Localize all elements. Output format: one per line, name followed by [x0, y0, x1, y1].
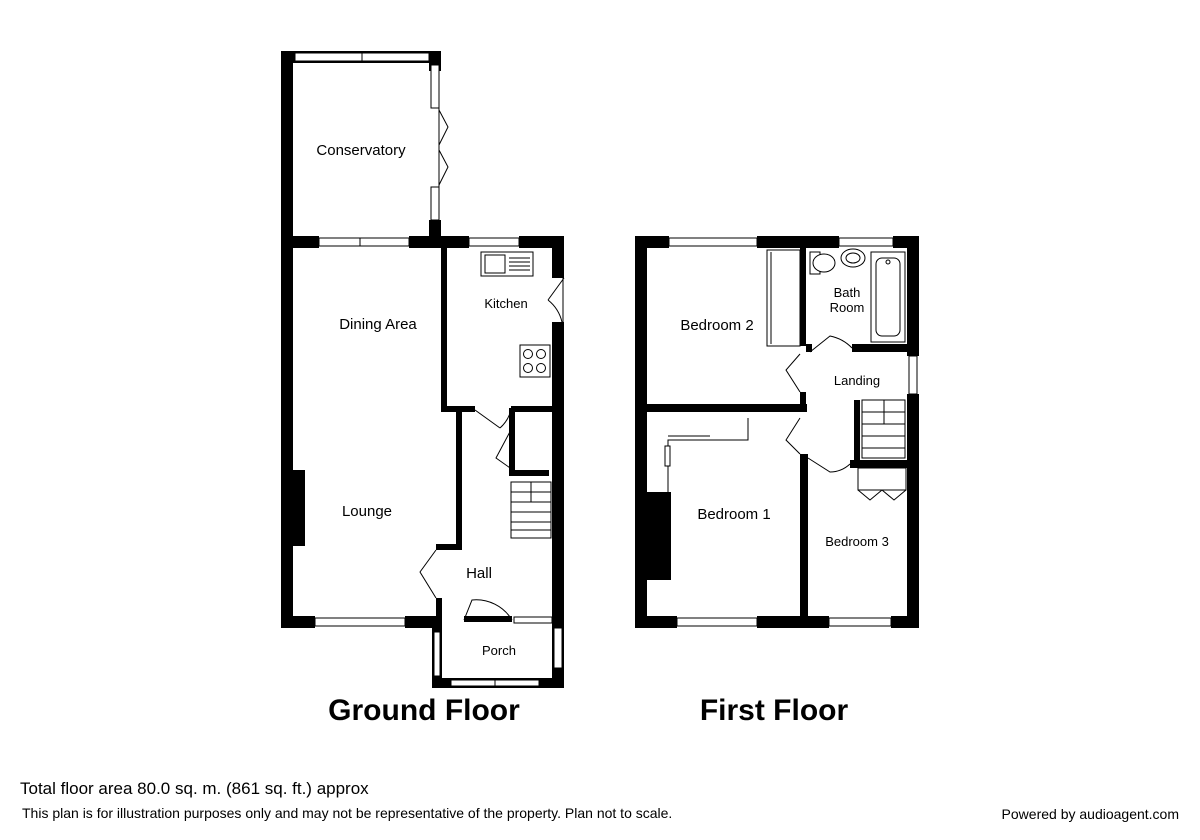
ground-floor-walls — [281, 236, 564, 688]
bathroom-fixtures — [809, 248, 906, 343]
first-floor-title: First Floor — [700, 694, 849, 727]
kitchen-label: Kitchen — [484, 296, 527, 311]
first-floor-walls — [635, 236, 919, 628]
dining-area-label: Dining Area — [339, 316, 417, 333]
disclaimer-text: This plan is for illustration purposes o… — [22, 805, 673, 821]
bedroom-1-label: Bedroom 1 — [697, 506, 770, 523]
first-floor-stairs — [861, 399, 906, 459]
ground-floor-doors — [419, 277, 565, 621]
landing-label: Landing — [834, 373, 880, 388]
bedroom-2-wardrobe — [766, 249, 801, 347]
bath-room-label-line1: Bath — [834, 285, 861, 300]
ground-floor-title: Ground Floor — [328, 694, 520, 727]
first-floor-doors — [785, 335, 853, 473]
bath-room-label-line2: Room — [830, 300, 865, 315]
ground-floor-stairs — [510, 481, 552, 539]
powered-by-credit: Powered by audioagent.com — [1001, 806, 1179, 822]
conservatory-label: Conservatory — [316, 142, 406, 159]
bedroom-3-cupboard — [857, 467, 907, 501]
lounge-label: Lounge — [342, 503, 392, 520]
bedroom-1-wardrobe — [664, 418, 749, 492]
first-floor-plan: Bedroom 2 Bath Room Landing Bedroom 1 Be… — [635, 236, 919, 727]
bedroom-2-label: Bedroom 2 — [680, 317, 753, 334]
ground-floor-plan: Conservatory Dining Area Kitchen Lounge … — [281, 51, 565, 727]
kitchen-fixtures — [480, 251, 551, 378]
hall-label: Hall — [466, 565, 492, 582]
porch-label: Porch — [482, 643, 516, 658]
bedroom-3-label: Bedroom 3 — [825, 534, 889, 549]
conservatory-walls — [281, 51, 449, 242]
total-floor-area: Total floor area 80.0 sq. m. (861 sq. ft… — [20, 779, 369, 798]
